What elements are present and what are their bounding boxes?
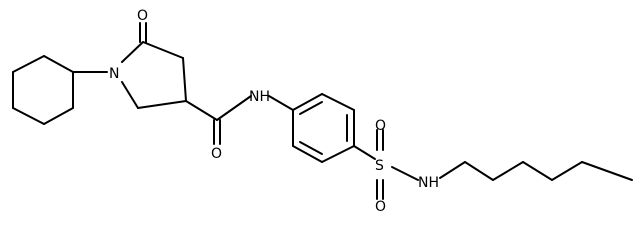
bond-sulfur-nh [391, 166, 419, 181]
bond [12, 55, 45, 73]
bond [551, 161, 583, 181]
bond-nh-aryl [268, 95, 294, 111]
ring-nitrogen-label: N [109, 66, 119, 82]
ketone-oxygen-label: O [137, 8, 148, 24]
sulfonamide-nh-label: NH [418, 175, 439, 191]
aromatic-inner-bond [299, 141, 323, 155]
bond [182, 57, 187, 102]
molecule-structure: O N NH O S O O NH [12, 8, 633, 215]
aromatic-inner-bond [299, 101, 323, 115]
bond [137, 100, 187, 109]
hexyl-chain [439, 161, 633, 181]
bond [439, 161, 466, 179]
benzene-ring [292, 93, 355, 163]
bond [43, 107, 74, 125]
bond [581, 161, 633, 181]
amide-nh-label: NH [249, 89, 270, 105]
structure-drawing: O N NH O S O O NH [12, 8, 633, 215]
bond-carbonyl-nh [216, 95, 252, 121]
bond-aryl-sulfur [353, 145, 376, 160]
bond [321, 93, 355, 111]
cyclohexyl-ring [12, 55, 74, 125]
bond [142, 41, 184, 59]
sulfur-label: S [375, 158, 384, 174]
amide-oxygen-label: O [211, 146, 222, 162]
bond [292, 145, 323, 163]
bond [12, 107, 45, 125]
bond [292, 93, 323, 111]
pyrrolidinone-ring [121, 41, 187, 109]
bond-ring-carbonyl [185, 100, 218, 121]
bond [522, 161, 553, 181]
bond [321, 145, 355, 163]
bond [121, 41, 144, 63]
bond [121, 81, 139, 109]
bond [492, 161, 524, 181]
bond [43, 55, 74, 73]
sulfonyl-oxygen-bottom-label: O [375, 199, 386, 215]
bond [464, 161, 494, 181]
sulfonyl-oxygen-top-label: O [375, 118, 386, 134]
